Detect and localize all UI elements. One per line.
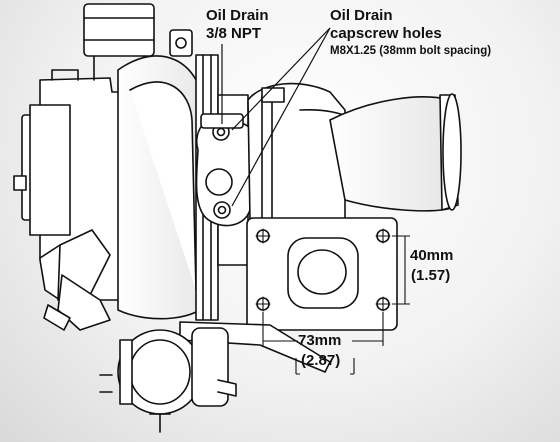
capscrew-leader-top (231, 27, 331, 131)
wastegate-actuator (99, 321, 331, 433)
dim-height-mm: 40mm (410, 247, 454, 264)
capscrew-title: Oil Drain (330, 7, 393, 24)
top-fitting (169, 29, 193, 57)
callout-leaders (221, 27, 331, 207)
capscrew-spec: M8X1.25 (38mm bolt spacing) (330, 45, 492, 57)
actuator-bracket (43, 274, 111, 331)
dim-height-in: (1.57) (411, 267, 451, 284)
compressor-scroll (117, 55, 211, 320)
turbine-outlet (329, 93, 462, 212)
capscrew-leader-bottom (231, 27, 331, 207)
oil-drain-flange (195, 113, 258, 227)
compressor-inlet (83, 3, 155, 81)
dimension-lines (262, 235, 410, 375)
compressor-housing (13, 69, 141, 301)
dim-73-bracket (295, 358, 355, 375)
oil-drain-size: 3/8 NPT (206, 25, 262, 42)
dim-width-in: (2.87) (301, 352, 341, 369)
oil-drain-title: Oil Drain (206, 7, 269, 24)
capscrew-subtitle: capscrew holes (330, 25, 442, 42)
turbine-inlet-flange (246, 217, 398, 331)
dim-width-mm: 73mm (298, 332, 342, 349)
